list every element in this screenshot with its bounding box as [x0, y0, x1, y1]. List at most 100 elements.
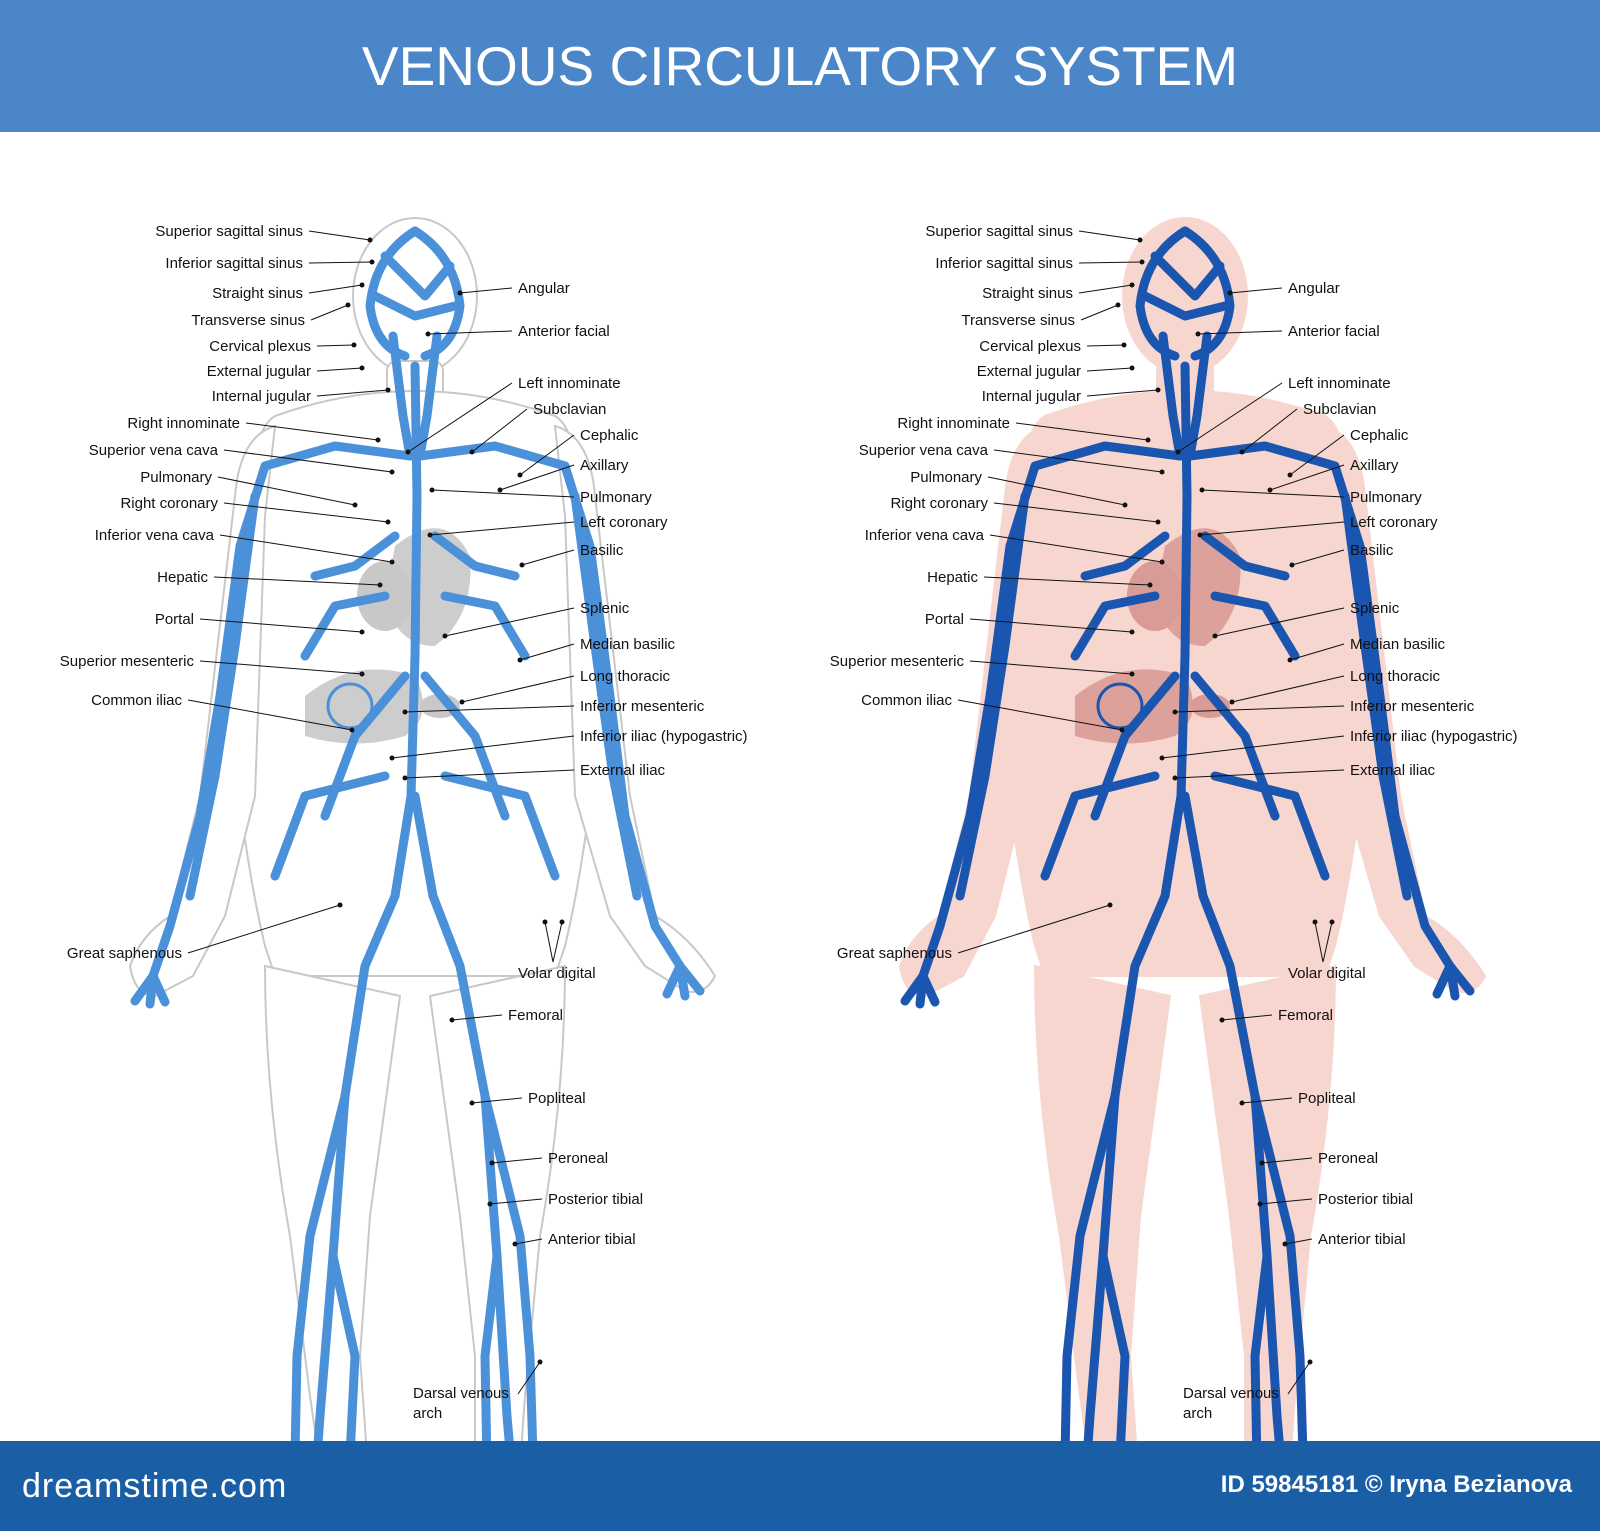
- right-label-median-basilic: Median basilic: [1350, 636, 1446, 653]
- right-leader-anterior-tibial-dot: [1282, 1241, 1288, 1247]
- right-leader-inferior-mesenteric: [1174, 705, 1345, 713]
- right-label-inferior-vena-cava: Inferior vena cava: [865, 527, 985, 544]
- left-leader-superior-sagittal-sinus: [308, 230, 371, 241]
- right-label-anterior-facial: Anterior facial: [1288, 323, 1380, 340]
- right-label-common-iliac: Common iliac: [861, 692, 952, 709]
- left-leader-splenic: [444, 607, 575, 637]
- left-label-inferior-mesenteric: Inferior mesenteric: [580, 698, 705, 715]
- right-leader-external-iliac-dot: [1172, 775, 1178, 781]
- left-leader-left-coronary-dot: [427, 532, 433, 538]
- right-leader-angular: [1229, 287, 1283, 294]
- left-label-median-basilic: Median basilic: [580, 636, 676, 653]
- left-leader-inferior-vena-cava: [219, 534, 393, 563]
- right-leader-median-basilic: [1289, 643, 1345, 661]
- right-label-external-iliac: External iliac: [1350, 762, 1436, 779]
- right-leader-superior-sagittal-sinus-dot: [1137, 237, 1143, 243]
- right-leader-anterior-facial-dot: [1195, 331, 1201, 337]
- right-leader-pulmonary-left-side: [987, 476, 1126, 506]
- left-leader-superior-mesenteric: [199, 660, 363, 675]
- right-leader-pulmonary-right-side: [1201, 489, 1345, 498]
- left-leader-peroneal: [491, 1157, 543, 1164]
- left-leader-cervical-plexus: [316, 344, 355, 347]
- left-leader-axillary: [499, 464, 575, 491]
- left-label-superior-mesenteric: Superior mesenteric: [60, 653, 195, 670]
- left-leader-volar-b: [552, 921, 563, 963]
- right-leader-subclavian-dot: [1239, 449, 1245, 455]
- left-leader-portal: [199, 618, 363, 633]
- right-label-darsal-2: arch: [1183, 1405, 1212, 1422]
- right-label-anterior-tibial: Anterior tibial: [1318, 1231, 1406, 1248]
- right-label-right-coronary: Right coronary: [890, 495, 988, 512]
- left-leader-darsal: [517, 1361, 541, 1395]
- footer-bar: dreamstime.com ID 59845181 © Iryna Bezia…: [0, 1441, 1600, 1531]
- left-label-superior-sagittal-sinus: Superior sagittal sinus: [155, 223, 303, 240]
- left-leader-cephalic: [519, 434, 575, 476]
- left-leader-basilic: [521, 549, 575, 566]
- right-label-long-thoracic: Long thoracic: [1350, 668, 1441, 685]
- left-label-subclavian: Subclavian: [533, 401, 606, 418]
- right-leader-darsal: [1287, 1361, 1311, 1395]
- left-label-left-coronary: Left coronary: [580, 514, 668, 531]
- left-leader-angular-dot: [457, 290, 463, 296]
- right-leader-transverse-sinus: [1080, 304, 1119, 321]
- right-label-transverse-sinus: Transverse sinus: [961, 312, 1075, 329]
- left-label-popliteal: Popliteal: [528, 1090, 586, 1107]
- left-label-inferior-vena-cava: Inferior vena cava: [95, 527, 215, 544]
- left-label-femoral: Femoral: [508, 1007, 563, 1024]
- right-leader-angular-dot: [1227, 290, 1233, 296]
- image-credit: ID 59845181 © Iryna Bezianova: [1220, 1471, 1572, 1498]
- left-leader-inferior-iliac: [391, 735, 575, 759]
- right-label-inferior-sagittal-sinus: Inferior sagittal sinus: [935, 255, 1073, 272]
- right-leader-popliteal-dot: [1239, 1100, 1245, 1106]
- right-leader-basilic: [1291, 549, 1345, 566]
- left-leader-external-iliac: [404, 769, 575, 779]
- right-leader-hepatic: [983, 576, 1151, 586]
- left-leader-hepatic: [213, 576, 381, 586]
- right-leader-superior-sagittal-sinus: [1078, 230, 1141, 241]
- left-leader-internal-jugular-dot: [385, 387, 391, 393]
- left-leader-femoral-dot: [449, 1017, 455, 1023]
- right-leader-common-iliac: [957, 699, 1123, 731]
- left-label-inferior-sagittal-sinus: Inferior sagittal sinus: [165, 255, 303, 272]
- right-leader-posterior-tibial-dot: [1257, 1201, 1263, 1207]
- right-label-superior-mesenteric: Superior mesenteric: [830, 653, 965, 670]
- left-leader-pulmonary-left-side-dot: [352, 502, 358, 508]
- right-leader-great-saphenous: [957, 904, 1111, 954]
- left-leader-cervical-plexus-dot: [351, 342, 357, 348]
- right-leader-superior-mesenteric-dot: [1129, 671, 1135, 677]
- right-leader-peroneal-dot: [1259, 1160, 1265, 1166]
- left-label-darsal-1: Darsal venous: [413, 1385, 509, 1402]
- page-title: VENOUS CIRCULATORY SYSTEM: [361, 35, 1239, 97]
- left-label-internal-jugular: Internal jugular: [212, 388, 311, 405]
- right-label-peroneal: Peroneal: [1318, 1150, 1378, 1167]
- left-leader-straight-sinus: [308, 284, 363, 294]
- left-label-splenic: Splenic: [580, 600, 630, 617]
- right-label-basilic: Basilic: [1350, 542, 1394, 559]
- left-leader-transverse-sinus-dot: [345, 302, 351, 308]
- right-label-straight-sinus: Straight sinus: [982, 285, 1073, 302]
- left-leader-great-saphenous-dot: [337, 902, 343, 908]
- left-leader-long-thoracic-dot: [459, 699, 465, 705]
- right-label-pulmonary-right-side: Pulmonary: [1350, 489, 1422, 506]
- left-label-peroneal: Peroneal: [548, 1150, 608, 1167]
- right-leader-peroneal: [1261, 1157, 1313, 1164]
- left-leader-left-innominate: [407, 382, 513, 453]
- left-leader-posterior-tibial: [489, 1198, 543, 1205]
- right-leader-anterior-facial: [1197, 330, 1283, 335]
- left-leader-darsal-dot: [537, 1359, 543, 1365]
- left-leader-inferior-sagittal-sinus: [308, 261, 373, 264]
- left-leader-volar-b-dot: [559, 919, 565, 925]
- right-leader-anterior-tibial: [1284, 1238, 1313, 1245]
- right-leader-splenic: [1214, 607, 1345, 637]
- left-leader-right-coronary: [223, 502, 389, 523]
- right-leader-common-iliac-dot: [1119, 727, 1125, 733]
- right-leader-portal: [969, 618, 1133, 633]
- left-leader-right-innominate: [245, 422, 379, 441]
- left-leader-subclavian-dot: [469, 449, 475, 455]
- left-leader-external-jugular-dot: [359, 365, 365, 371]
- left-label-anterior-facial: Anterior facial: [518, 323, 610, 340]
- left-leader-transverse-sinus: [310, 304, 349, 321]
- left-label-hepatic: Hepatic: [157, 569, 208, 586]
